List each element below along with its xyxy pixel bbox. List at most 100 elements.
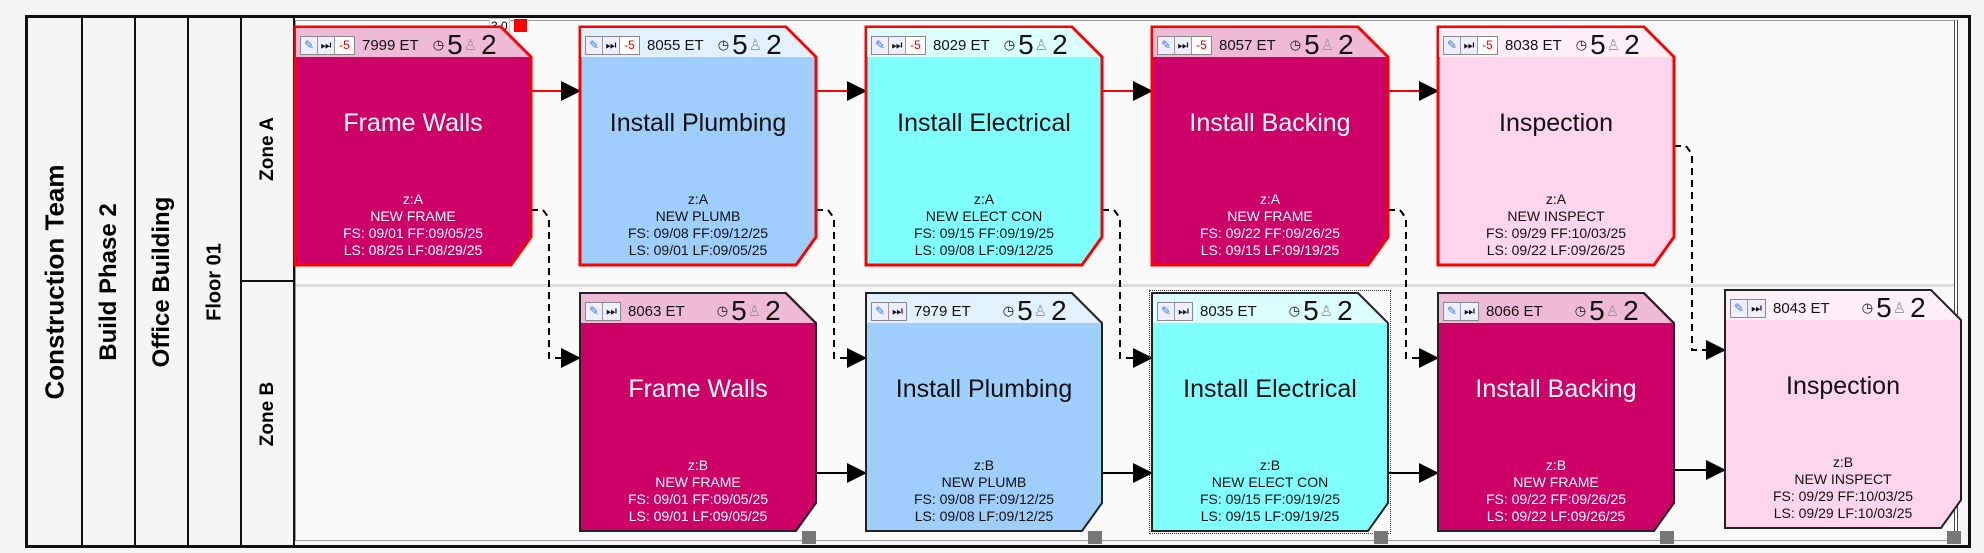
- activity-code: NEW ELECT CON: [925, 208, 1043, 224]
- pencil-icon[interactable]: ✎: [1444, 36, 1461, 54]
- lag-value: -5: [1478, 36, 1497, 54]
- activity-title: Inspection: [1786, 372, 1900, 400]
- activity-id: 8029 ET: [933, 36, 990, 54]
- card-toolbar: ✎ ⏭: [1443, 301, 1479, 321]
- card-toolbar: ✎ ⏭ -5: [585, 35, 640, 55]
- play-next-icon[interactable]: ⏭: [889, 36, 906, 54]
- zone-a-label: Zone A: [256, 117, 278, 181]
- pencil-icon[interactable]: ✎: [1731, 299, 1748, 317]
- first-card-flag: [514, 19, 527, 32]
- activity-title: Install Plumbing: [609, 109, 787, 137]
- activity-details: z:A NEW ELECT CON FS: 09/15 FF:09/19/25 …: [866, 191, 1102, 259]
- crew-icon: ♙: [747, 303, 762, 320]
- duration-value: 5: [1018, 29, 1034, 60]
- card-shape: [865, 292, 1103, 532]
- card-toolbar: ✎ ⏭: [1157, 301, 1193, 321]
- play-next-icon[interactable]: ⏭: [1461, 36, 1478, 54]
- activity-details: z:B NEW ELECT CON FS: 09/15 FF:09/19/25 …: [1152, 457, 1388, 525]
- crew-icon: ♙: [1606, 37, 1621, 54]
- activity-card[interactable]: ✎ ⏭ -5 8029 ET ◷ 5 ♙ 2 Install Electrica…: [864, 25, 1104, 267]
- building-column: Office Building: [136, 18, 189, 545]
- pencil-icon[interactable]: ✎: [872, 36, 889, 54]
- pencil-icon[interactable]: ✎: [301, 36, 318, 54]
- clock-icon: ◷: [716, 303, 729, 318]
- early-dates: FS: 09/01 FF:09/05/25: [627, 491, 769, 507]
- crew-icon: ♙: [1319, 303, 1334, 320]
- play-next-icon[interactable]: ⏭: [606, 303, 617, 318]
- pencil-icon[interactable]: ✎: [1158, 302, 1175, 320]
- crew-icon: ♙: [1892, 300, 1907, 317]
- clock-icon: ◷: [1288, 303, 1301, 318]
- activity-card[interactable]: ✎ ⏭ -5 8057 ET ◷ 5 ♙ 2 Install Backing z…: [1150, 25, 1390, 267]
- resize-handle[interactable]: [1660, 531, 1674, 544]
- early-dates: FS: 09/29 FF:10/03/25: [1772, 488, 1914, 504]
- resize-handle[interactable]: [1947, 531, 1961, 544]
- activity-card[interactable]: ✎ ⏭ -5 8055 ET ◷ 5 ♙ 2 Install Plumbing …: [578, 25, 818, 267]
- late-dates: LS: 08/25 LF:08/29/25: [343, 242, 483, 258]
- duration-value: 5: [1017, 295, 1033, 326]
- card-toolbar: ✎ ⏭: [585, 301, 621, 321]
- zone-code: z:A: [1259, 191, 1281, 207]
- play-next-icon[interactable]: ⏭: [1178, 303, 1189, 318]
- activity-card[interactable]: ✎ ⏭ 7979 ET ◷ 5 ♙ 2 Install Plumbing z:B…: [865, 292, 1103, 544]
- activity-details: z:A NEW FRAME FS: 09/01 FF:09/05/25 LS: …: [295, 191, 531, 259]
- pencil-icon[interactable]: ✎: [586, 36, 603, 54]
- play-next-icon[interactable]: ⏭: [1751, 300, 1762, 315]
- activity-code: NEW FRAME: [370, 208, 456, 224]
- play-next-icon[interactable]: ⏭: [318, 36, 335, 54]
- duration-value: 5: [1304, 29, 1320, 60]
- pencil-icon[interactable]: ✎: [1158, 36, 1175, 54]
- card-header: ✎ ⏭ 8043 ET ◷ 5 ♙ 2: [1730, 294, 1926, 322]
- activity-card[interactable]: ✎ ⏭ 8035 ET ◷ 5 ♙ 2 Install Electrical z…: [1149, 290, 1391, 544]
- late-dates: LS: 09/15 LF:09/19/25: [1200, 242, 1340, 258]
- phase-label: Build Phase 2: [94, 202, 122, 361]
- activity-id: 8057 ET: [1219, 36, 1276, 54]
- card-header: ✎ ⏭ -5 7999 ET ◷ 5 ♙ 2: [300, 31, 497, 59]
- play-next-icon[interactable]: ⏭: [603, 36, 620, 54]
- late-dates: LS: 09/01 LF:09/05/25: [628, 508, 768, 524]
- activity-id: 7979 ET: [914, 302, 971, 320]
- clock-icon: ◷: [717, 37, 730, 52]
- pencil-icon[interactable]: ✎: [586, 302, 603, 320]
- play-next-icon[interactable]: ⏭: [1175, 36, 1192, 54]
- clock-icon: ◷: [432, 37, 445, 52]
- activity-card[interactable]: ✎ ⏭ -5 7999 ET ◷ 5 ♙ 2 Frame Walls z:A N…: [293, 25, 533, 267]
- zone-code: z:A: [687, 191, 709, 207]
- crew-icon: ♙: [463, 37, 478, 54]
- activity-card[interactable]: ✎ ⏭ -5 8038 ET ◷ 5 ♙ 2 Inspection z:A NE…: [1436, 25, 1676, 267]
- activity-card[interactable]: ✎ ⏭ 8063 ET ◷ 5 ♙ 2 Frame Walls z:B NEW …: [579, 292, 817, 544]
- team-column: Construction Team: [28, 18, 83, 545]
- card-header: ✎ ⏭ 8066 ET ◷ 5 ♙ 2: [1443, 295, 1639, 326]
- card-header: ✎ ⏭ 7979 ET ◷ 5 ♙ 2: [871, 295, 1067, 326]
- activity-code: NEW PLUMB: [655, 208, 741, 224]
- card-header: ✎ ⏭ -5 8038 ET ◷ 5 ♙ 2: [1443, 31, 1640, 59]
- activity-title: Inspection: [1499, 109, 1613, 137]
- card-shape: [1150, 25, 1390, 267]
- activity-card[interactable]: ✎ ⏭ 8066 ET ◷ 5 ♙ 2 Install Backing z:B …: [1437, 292, 1675, 544]
- play-next-icon[interactable]: ⏭: [892, 303, 903, 318]
- card-header: ✎ ⏭ -5 8057 ET ◷ 5 ♙ 2: [1157, 29, 1354, 60]
- late-dates: LS: 09/29 LF:10/03/25: [1773, 505, 1913, 521]
- building-label: Office Building: [147, 196, 175, 367]
- resize-handle[interactable]: [1088, 531, 1102, 544]
- card-shape: [579, 292, 817, 532]
- early-dates: FS: 09/15 FF:09/19/25: [913, 225, 1055, 241]
- crew-icon: ♙: [748, 37, 763, 54]
- activity-title: Frame Walls: [628, 375, 768, 403]
- resize-handle[interactable]: [802, 531, 816, 544]
- duration-value: 5: [1589, 295, 1605, 326]
- duration-value: 5: [1303, 295, 1319, 326]
- play-next-icon[interactable]: ⏭: [1464, 303, 1475, 318]
- activity-id: 8055 ET: [647, 36, 704, 54]
- activity-code: NEW ELECT CON: [1211, 474, 1329, 490]
- clock-icon: ◷: [1575, 37, 1588, 52]
- crew-icon: ♙: [1605, 303, 1620, 320]
- pencil-icon[interactable]: ✎: [1444, 302, 1461, 320]
- activity-title: Install Backing: [1475, 375, 1637, 403]
- floor-label: Floor 01: [203, 242, 225, 321]
- pencil-icon[interactable]: ✎: [872, 302, 889, 320]
- resize-handle[interactable]: [1374, 531, 1388, 544]
- early-dates: FS: 09/15 FF:09/19/25: [1199, 491, 1341, 507]
- late-dates: LS: 09/08 LF:09/12/25: [914, 508, 1054, 524]
- activity-card[interactable]: ✎ ⏭ 8043 ET ◷ 5 ♙ 2 Inspection z:B NEW I…: [1724, 289, 1962, 544]
